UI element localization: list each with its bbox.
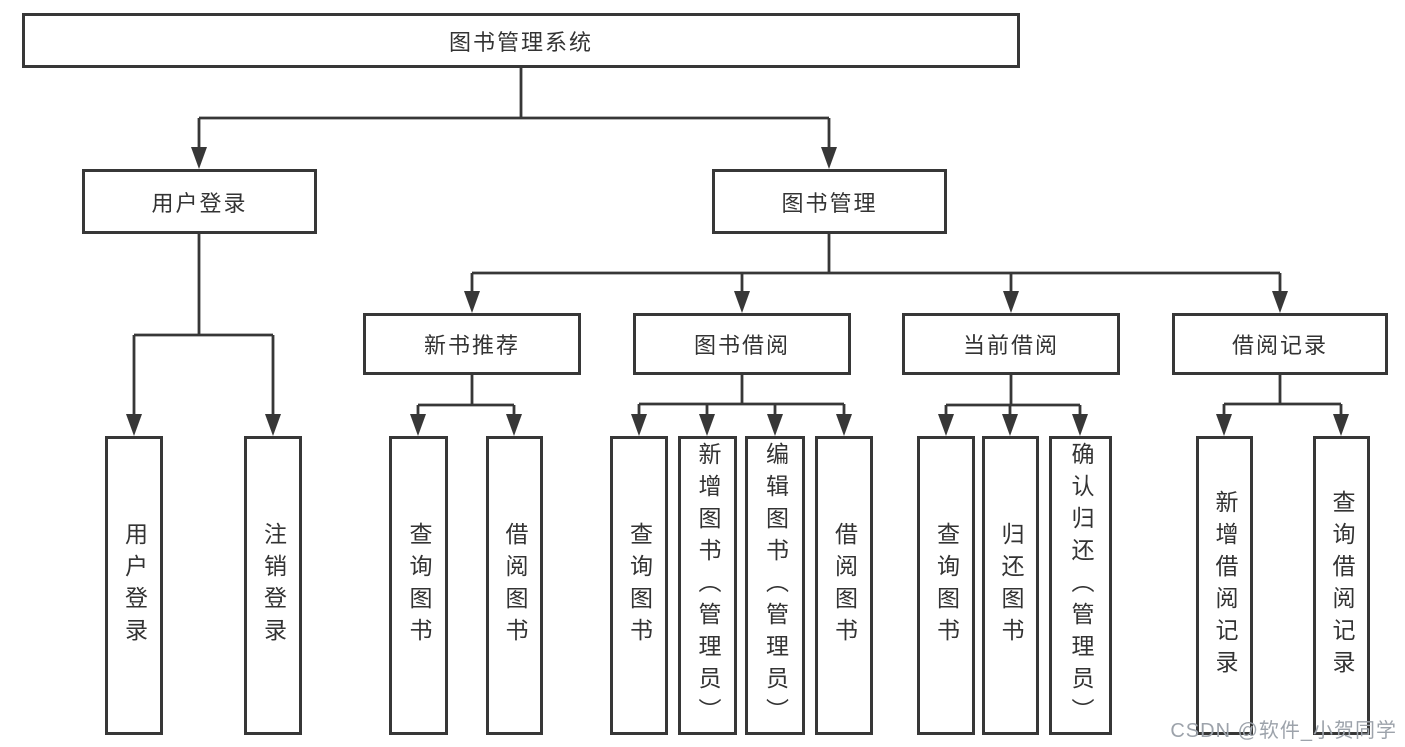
node-library-management-system: 图书管理系统 xyxy=(22,13,1020,68)
leaf-borrow-book: 借阅图书 xyxy=(815,436,873,735)
node-label: 用户登录 xyxy=(151,190,248,216)
leaf-user-login: 用户登录 xyxy=(105,436,163,735)
leaf-query-book-borrow: 查询图书 xyxy=(610,436,668,735)
leaf-label: 归还图书 xyxy=(998,521,1024,650)
leaf-label: 用户登录 xyxy=(121,521,148,650)
arrowheads-current-children xyxy=(938,414,1088,436)
node-label: 图书借阅 xyxy=(693,333,790,358)
connector-userlogin-children xyxy=(132,234,275,418)
leaf-label: 注销登录 xyxy=(260,521,287,650)
leaf-label: 查询借阅记录 xyxy=(1329,489,1355,682)
node-new-book-recommend: 新书推荐 xyxy=(363,313,581,375)
node-borrow-records: 借阅记录 xyxy=(1172,313,1388,375)
node-label: 图书管理 xyxy=(781,190,878,216)
leaf-label: 查询图书 xyxy=(626,521,653,650)
leaf-label: 查询图书 xyxy=(406,521,432,650)
leaf-label: 确认归还（管理员） xyxy=(1068,441,1094,730)
connector-current-children xyxy=(944,375,1082,418)
node-book-borrow: 图书借阅 xyxy=(633,313,851,375)
leaf-return-book: 归还图书 xyxy=(982,436,1039,735)
leaf-label: 编辑图书（管理员） xyxy=(762,441,789,730)
leaf-borrow-book-recommend: 借阅图书 xyxy=(486,436,543,735)
arrowheads-borrow-children xyxy=(631,414,852,436)
leaf-add-book-admin: 新增图书（管理员） xyxy=(678,436,737,735)
connector-borrow-children xyxy=(637,375,846,418)
node-label: 图书管理系统 xyxy=(448,29,593,55)
connector-newbook-children xyxy=(416,375,516,418)
leaf-query-book-recommend: 查询图书 xyxy=(389,436,448,735)
node-label: 借阅记录 xyxy=(1231,333,1328,358)
csdn-watermark: CSDN @软件_小贺同学 xyxy=(1170,720,1397,742)
connector-records-children xyxy=(1222,375,1343,418)
connector-root-to-level2 xyxy=(197,68,831,151)
arrowheads-userlogin-children xyxy=(126,414,281,436)
leaf-label: 新增借阅记录 xyxy=(1212,489,1238,682)
arrowheads-level3 xyxy=(464,291,1288,313)
node-current-borrow: 当前借阅 xyxy=(902,313,1120,375)
leaf-query-borrow-record: 查询借阅记录 xyxy=(1313,436,1370,735)
leaf-label: 新增图书（管理员） xyxy=(695,441,721,730)
leaf-logout-login: 注销登录 xyxy=(244,436,302,735)
connector-bookmgmt-level3 xyxy=(470,234,1282,295)
node-book-management: 图书管理 xyxy=(712,169,947,234)
arrowheads-newbook-children xyxy=(410,414,522,436)
leaf-edit-book-admin: 编辑图书（管理员） xyxy=(745,436,805,735)
leaf-add-borrow-record: 新增借阅记录 xyxy=(1196,436,1253,735)
leaf-query-book-current: 查询图书 xyxy=(917,436,975,735)
leaf-label: 查询图书 xyxy=(933,521,960,650)
leaf-label: 借阅图书 xyxy=(831,521,858,650)
leaf-label: 借阅图书 xyxy=(502,521,528,650)
arrowheads-records-children xyxy=(1216,414,1349,436)
node-user-login: 用户登录 xyxy=(82,169,317,234)
node-label: 新书推荐 xyxy=(423,333,520,358)
node-label: 当前借阅 xyxy=(962,333,1059,358)
arrowheads-level2 xyxy=(191,147,837,169)
leaf-confirm-return-admin: 确认归还（管理员） xyxy=(1049,436,1112,735)
